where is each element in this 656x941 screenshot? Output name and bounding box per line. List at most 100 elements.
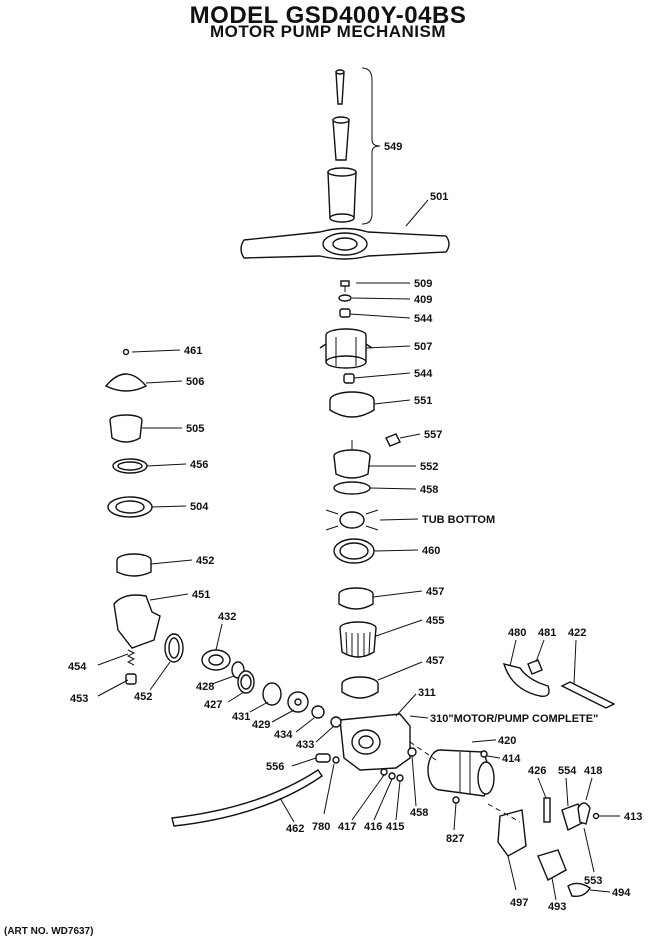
part-552-hub bbox=[333, 440, 371, 495]
label-429: 429 bbox=[252, 719, 270, 731]
label-455: 455 bbox=[426, 615, 444, 627]
label-434: 434 bbox=[274, 729, 293, 741]
part-557-clip bbox=[385, 433, 401, 447]
part-409-washer bbox=[338, 294, 352, 302]
label-507: 507 bbox=[414, 341, 432, 353]
label-506: 506 bbox=[186, 376, 204, 388]
label-311: 311 bbox=[418, 687, 436, 699]
part-427-ring bbox=[237, 670, 255, 694]
label-426: 426 bbox=[528, 765, 546, 777]
part-455-strainer bbox=[339, 621, 377, 658]
label-493: 493 bbox=[548, 901, 566, 913]
part-416-washer bbox=[388, 772, 396, 780]
label-456: 456 bbox=[190, 459, 208, 471]
label-415: 415 bbox=[386, 821, 404, 833]
label-433: 433 bbox=[296, 739, 314, 751]
part-458-seal bbox=[407, 747, 417, 757]
art-number: (ART NO. WD7637) bbox=[4, 926, 94, 937]
label-428: 428 bbox=[196, 681, 214, 693]
label-418: 418 bbox=[584, 765, 602, 777]
part-451-housing bbox=[113, 594, 161, 649]
part-415-nut bbox=[396, 774, 404, 782]
part-454-spring bbox=[126, 649, 136, 666]
part-780-clamp bbox=[332, 756, 340, 764]
part-507-cage bbox=[319, 328, 373, 369]
part-481-clip bbox=[527, 659, 543, 675]
label-462: 462 bbox=[286, 823, 304, 835]
label-458a: 458 bbox=[420, 484, 438, 496]
part-494-pad bbox=[567, 882, 591, 898]
section-title: MOTOR PUMP MECHANISM bbox=[209, 22, 447, 41]
label-409: 409 bbox=[414, 294, 432, 306]
part-506-cap bbox=[104, 373, 148, 392]
part-417-screw bbox=[380, 768, 388, 776]
label-554: 554 bbox=[558, 765, 577, 777]
label-431: 431 bbox=[232, 711, 250, 723]
part-418-latch bbox=[577, 802, 591, 825]
part-556-plug bbox=[315, 753, 331, 763]
label-tub-bottom: TUB BOTTOM bbox=[422, 514, 495, 526]
label-504: 504 bbox=[190, 501, 209, 513]
label-552: 552 bbox=[420, 461, 438, 473]
part-461-screw bbox=[122, 348, 130, 356]
label-544a: 544 bbox=[414, 313, 433, 325]
label-452b: 452 bbox=[134, 691, 152, 703]
part-426-pin bbox=[543, 797, 551, 823]
label-501: 501 bbox=[430, 191, 448, 203]
part-505-nozzle bbox=[109, 414, 143, 443]
part-422-rod bbox=[560, 681, 616, 709]
label-420: 420 bbox=[498, 735, 516, 747]
label-414: 414 bbox=[502, 753, 521, 765]
label-451: 451 bbox=[192, 589, 210, 601]
part-504-gasket bbox=[107, 496, 153, 518]
tub-bottom-marker bbox=[325, 509, 379, 531]
part-544-coupling bbox=[343, 373, 355, 384]
motor-mount-line bbox=[487, 803, 521, 823]
label-432: 432 bbox=[218, 611, 236, 623]
part-460-gasket bbox=[333, 538, 375, 564]
label-460: 460 bbox=[422, 545, 440, 557]
label-553: 553 bbox=[584, 875, 602, 887]
part-549-tower-tubes bbox=[327, 69, 357, 223]
part-414-nut bbox=[480, 750, 488, 758]
part-493-bracket bbox=[537, 849, 567, 881]
label-551: 551 bbox=[414, 395, 432, 407]
part-452-clamp-lower bbox=[164, 633, 184, 663]
part-420-bolt bbox=[471, 739, 495, 743]
label-457a: 457 bbox=[426, 586, 444, 598]
part-457-clamp-lower bbox=[341, 676, 379, 699]
model-title: MODEL GSD400Y-04BS bbox=[189, 2, 467, 29]
label-413: 413 bbox=[624, 811, 642, 823]
label-509: 509 bbox=[414, 278, 432, 290]
label-427: 427 bbox=[204, 699, 222, 711]
part-motor bbox=[427, 749, 495, 804]
part-453-cap bbox=[125, 673, 137, 685]
part-429-impeller bbox=[287, 691, 309, 713]
label-458b: 458 bbox=[410, 807, 428, 819]
label-452a: 452 bbox=[196, 555, 214, 567]
part-544-nut bbox=[339, 308, 351, 318]
label-481: 481 bbox=[538, 627, 556, 639]
label-780: 780 bbox=[312, 821, 330, 833]
part-456-ring bbox=[112, 458, 148, 474]
part-452-clamp-upper bbox=[116, 553, 152, 577]
leader-lines bbox=[97, 199, 620, 901]
label-557: 557 bbox=[424, 429, 442, 441]
part-551-ring bbox=[329, 391, 375, 418]
part-413-screw bbox=[592, 812, 600, 820]
label-457b: 457 bbox=[426, 655, 444, 667]
label-505: 505 bbox=[186, 423, 204, 435]
part-311-pump-housing bbox=[330, 713, 411, 771]
part-462-hose bbox=[171, 769, 323, 827]
part-431-seal bbox=[262, 682, 282, 706]
label-422: 422 bbox=[568, 627, 586, 639]
part-497-mount bbox=[497, 809, 527, 857]
label-480: 480 bbox=[508, 627, 526, 639]
label-494: 494 bbox=[612, 887, 631, 899]
label-416: 416 bbox=[364, 821, 382, 833]
label-461: 461 bbox=[184, 345, 202, 357]
label-497: 497 bbox=[510, 897, 528, 909]
label-motor-pump-complete: 310"MOTOR/PUMP COMPLETE" bbox=[430, 713, 598, 725]
part-480-arm bbox=[502, 663, 550, 697]
